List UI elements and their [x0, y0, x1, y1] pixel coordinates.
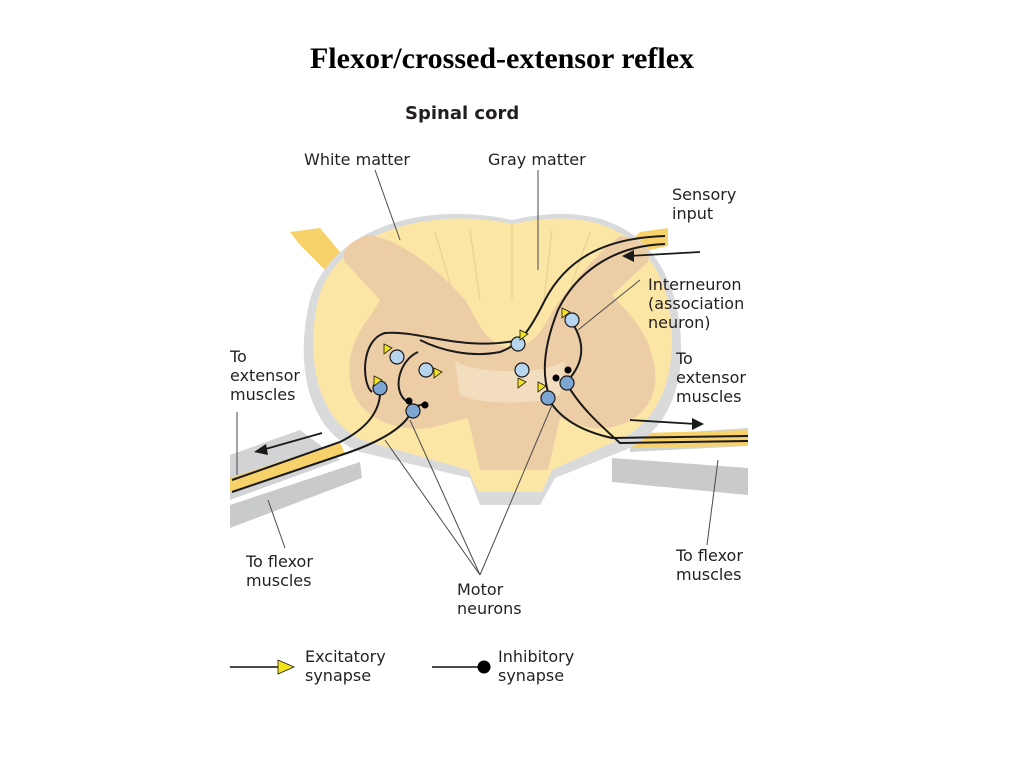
gray-matter-label: Gray matter — [488, 150, 586, 169]
excitatory-synapses — [373, 307, 571, 393]
excitatory-triangle-icon — [277, 659, 295, 675]
legend-inhibitory: Inhibitory synapse — [432, 647, 579, 685]
motor-neuron-leader-left — [384, 439, 481, 576]
svg-text:Excitatory synapse: Excitatory synapse — [305, 647, 391, 685]
sensory-fiber — [419, 235, 666, 356]
left-extensor-arrow — [261, 432, 323, 451]
page-title: Flexor/crossed-extensor reflex — [309, 42, 695, 75]
legend-excitatory: Excitatory synapse — [230, 647, 391, 685]
white-matter-leader — [374, 169, 401, 241]
to-flexor-right-label: To flexor muscles — [675, 546, 748, 584]
left-interneuron — [418, 362, 434, 378]
neuron-paths — [231, 235, 749, 493]
spinal-cord-heading: Spinal cord — [405, 103, 519, 124]
right-flexor-leader — [706, 459, 719, 546]
right-interneuron — [514, 362, 530, 378]
motor-neuron-leader-left2 — [409, 419, 481, 576]
right-ventral-root — [612, 458, 748, 495]
interneuron-label: Interneuron (association neuron) — [648, 275, 749, 332]
left-motor-neuron — [405, 403, 421, 419]
to-extensor-right-label: To extensor muscles — [675, 349, 751, 406]
leader-lines — [236, 169, 719, 576]
arrows — [254, 250, 704, 455]
right-interneuron — [510, 336, 526, 352]
neurons — [372, 312, 580, 419]
left-interneuron — [389, 349, 405, 365]
inhibitory-dot-icon — [477, 660, 491, 674]
inhibitory-synapses — [405, 366, 572, 409]
to-flexor-left-label: To flexor muscles — [245, 552, 318, 590]
motor-neurons-label: Motor neurons — [457, 580, 522, 618]
interneuron-leader — [577, 279, 641, 331]
right-extensor-arrow — [629, 419, 697, 425]
sensory-input-label: Sensory input — [672, 185, 741, 223]
right-motor-neuron — [540, 390, 556, 406]
right-motor-neuron — [559, 375, 575, 391]
left-flexor-leader — [267, 499, 286, 549]
svg-text:Inhibitory synapse: Inhibitory synapse — [498, 647, 579, 685]
to-extensor-left-label: To extensor muscles — [229, 347, 305, 404]
legend: Excitatory synapse Inhibitory synapse — [230, 647, 579, 685]
left-motor-nerve — [230, 442, 345, 492]
white-matter-label: White matter — [304, 150, 410, 169]
motor-neuron-leader-right — [479, 404, 553, 576]
left-ventral-root — [230, 462, 362, 528]
sensory-arrow — [627, 251, 701, 257]
right-interneuron — [564, 312, 580, 328]
